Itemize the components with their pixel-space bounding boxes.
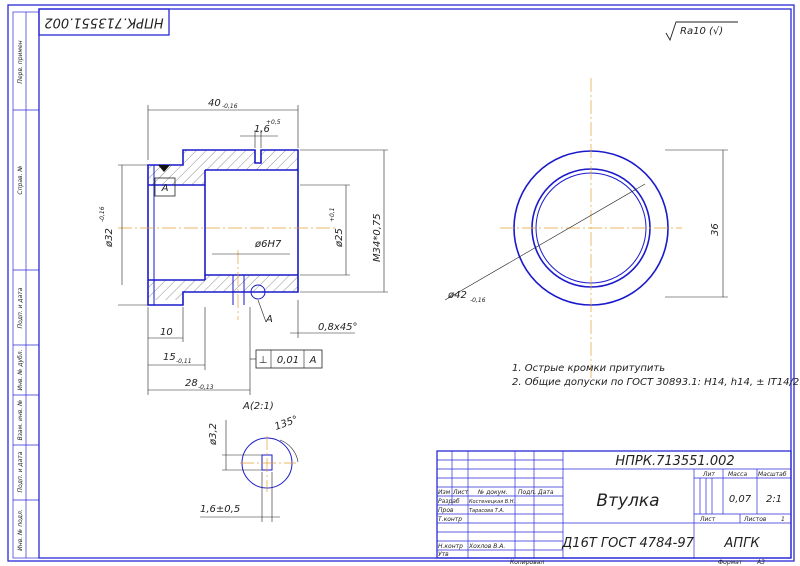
tkontr-label: Т.контр (438, 516, 462, 523)
stamp-label: Взам. инв. № (17, 400, 24, 441)
note-1: 1. Острые кромки притупить (512, 363, 665, 374)
dim-36: 36 (710, 223, 721, 236)
notes: 1. Острые кромки притупить 2. Общие допу… (512, 363, 800, 388)
dim-angle: 135° (273, 414, 299, 433)
end-view: 36 ø42 -0,16 (444, 78, 728, 380)
sheets-value: 1 (781, 516, 785, 523)
dim-40-tol: -0,16 (222, 103, 238, 110)
side-stamp-column: Перв. примен Справ. № Подп. и дата Инв. … (12, 11, 40, 559)
dim-dia32-tol: -0,16 (99, 206, 106, 222)
title-material: Д16Т ГОСТ 4784-97 (561, 536, 694, 551)
nkontr-label: Н.контр (438, 543, 463, 550)
col-list: Лист (452, 489, 469, 496)
col-sign: Подп. (518, 489, 536, 496)
nkontr-name: Хохлов В.А. (468, 543, 505, 550)
mass-value: 0,07 (729, 494, 752, 505)
dim-dia25: ø25 (334, 228, 345, 248)
mass-label: Масса (728, 471, 747, 478)
lit-label: Лит (702, 471, 715, 478)
col-doc: № докум. (477, 489, 508, 496)
razrab-label: Разраб (438, 498, 460, 505)
dim-15: 15 (163, 352, 176, 363)
sheets-label: Листов (743, 516, 767, 523)
copied-label: Копировал (510, 559, 544, 566)
dim-dia25-tol: +0,1 (329, 207, 336, 222)
stamp-label: Подп. и дата (17, 287, 24, 328)
tolerance-frame: ⊥ 0,01 А (250, 349, 323, 369)
prov-name: Тарасова Т.А. (469, 508, 504, 514)
title-block: НПРК.713551.002 Втулка Д16Т ГОСТ 4784-97… (436, 450, 792, 566)
stamp-label: Справ. № (17, 165, 24, 194)
scale-value: 2:1 (766, 494, 782, 505)
dim-10: 10 (160, 327, 173, 338)
title-org: АПГК (723, 536, 760, 551)
detail-view: 135° ø3,2 1,6±0,5 (200, 414, 300, 522)
dim-dia32: ø32 (104, 228, 115, 248)
sheet-label: Лист (699, 516, 716, 523)
col-izm: Изм (438, 489, 451, 496)
stamp-label: Инв. № дубл. (17, 349, 24, 390)
dim-hole: ø6Н7 (254, 239, 282, 250)
prov-label: Пров (438, 507, 454, 514)
razrab-name: Костенецкая В.Н. (469, 499, 515, 505)
datum-label: А (161, 183, 169, 194)
col-date: Дата (537, 489, 554, 496)
stamp-label: Перв. примен (17, 40, 24, 83)
rotated-drawing-number: НПРК.713551.002 (44, 15, 163, 30)
dim-chamfer: 0,8x45° (318, 322, 358, 333)
dim-dia42: ø42 (447, 290, 467, 301)
title-code: НПРК.713551.002 (615, 454, 734, 469)
datum-a-section: А (265, 314, 273, 325)
format-label: Формат (718, 559, 743, 566)
tolerance-value: 0,01 (277, 355, 299, 366)
dim-40: 40 (208, 98, 221, 109)
sheet-border (7, 4, 795, 562)
dim-detail-width: 1,6±0,5 (200, 504, 240, 515)
dim-thread: М34*0,75 (372, 213, 383, 262)
tolerance-datum: А (309, 355, 317, 366)
stamp-label: Инв. № подл. (17, 509, 24, 550)
dim-28: 28 (185, 378, 198, 389)
dim-groove: 1,6 (254, 124, 270, 135)
dim-groove-tol: +0,5 (266, 119, 281, 126)
scale-label: Масштаб (758, 471, 787, 478)
section-dimensions: 40 -0,16 1,6 +0,5 ø32 -0,16 ø25 +0,1 М34… (99, 98, 388, 412)
section-label: А(2:1) (242, 401, 274, 412)
dim-28-tol: -0,13 (198, 384, 214, 391)
title-name: Втулка (596, 491, 659, 511)
stamp-label: Подп. и дата (17, 451, 24, 492)
roughness-mark: Ra10 (√) (665, 21, 738, 42)
roughness-text: Ra10 (√) (680, 26, 723, 37)
dim-detail-dia: ø3,2 (208, 423, 219, 446)
utv-label: Утв (438, 551, 449, 558)
dim-dia42-tol: -0,16 (470, 297, 486, 304)
format-value: А3 (756, 559, 765, 566)
tolerance-symbol: ⊥ (259, 355, 268, 366)
section-view: А (118, 149, 335, 320)
dim-15-tol: -0,11 (176, 358, 192, 365)
note-2: 2. Общие допуски по ГОСТ 30893.1: Н14, h… (512, 376, 800, 388)
rotated-number-box: НПРК.713551.002 (38, 8, 170, 36)
